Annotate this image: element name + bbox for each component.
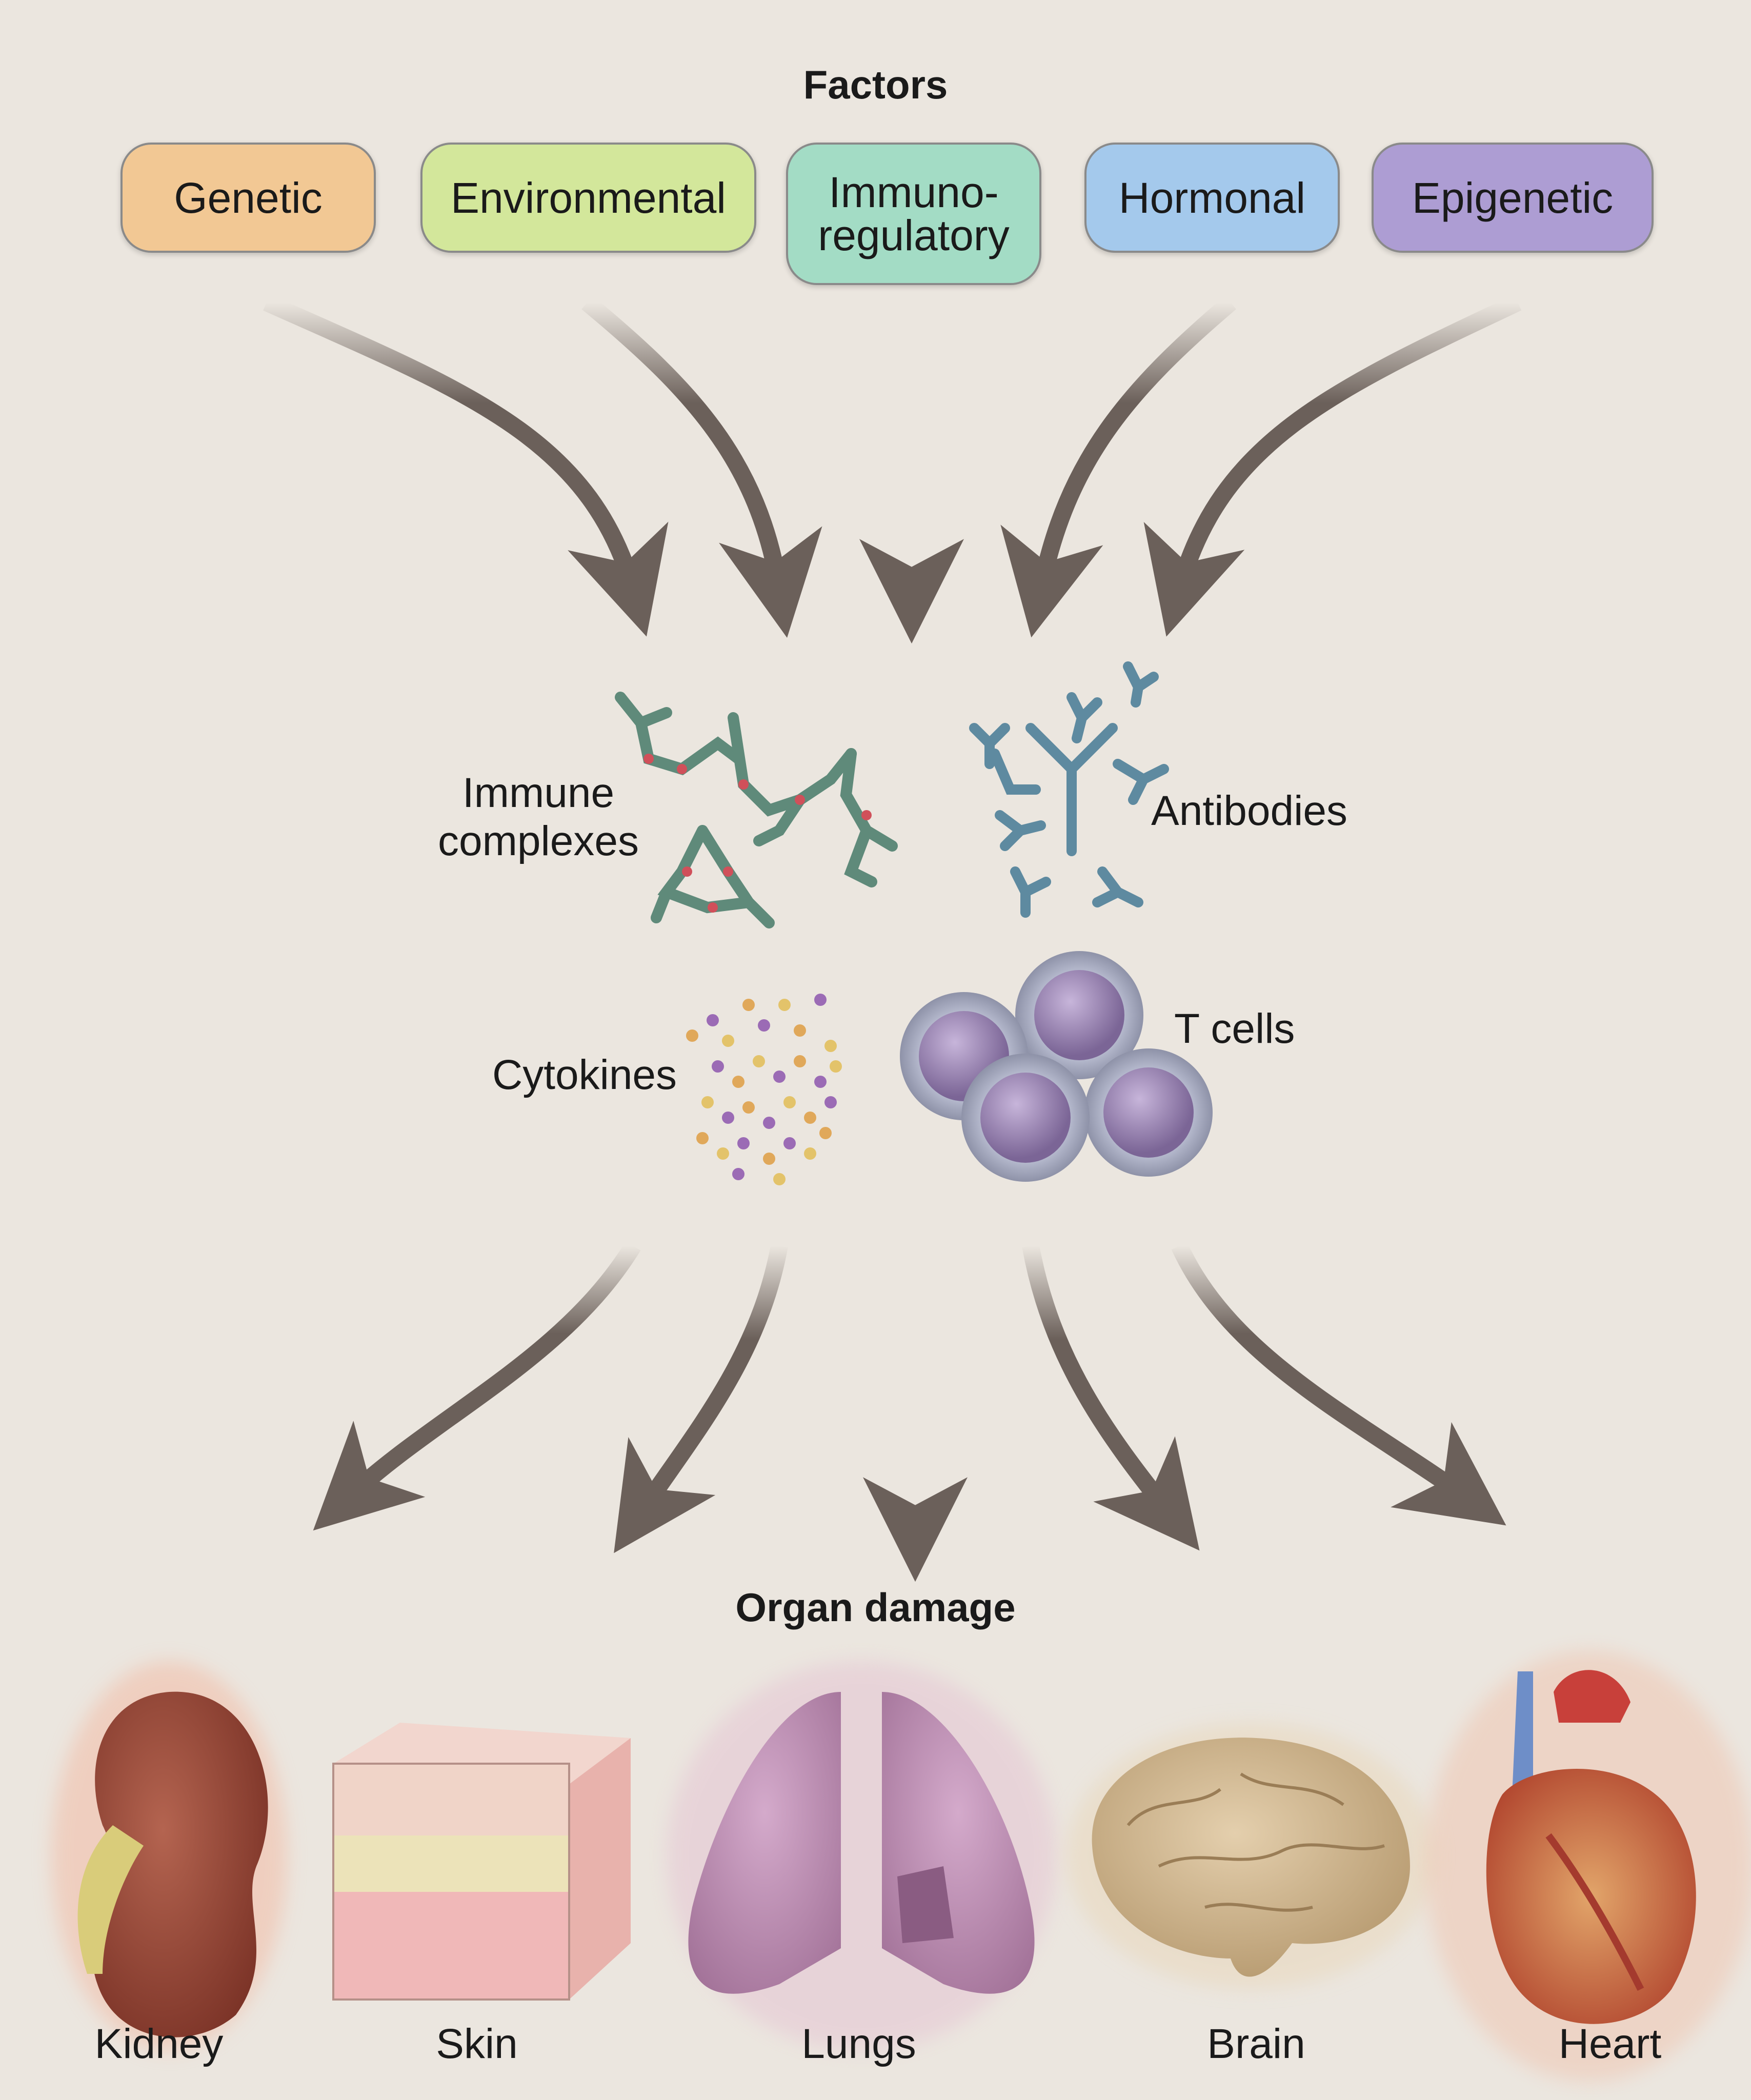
cytokines-graphic — [686, 994, 842, 1185]
arrow-to-kidney — [313, 1241, 641, 1531]
organ-label-lungs: Lungs — [801, 2021, 916, 2067]
organ-label-skin: Skin — [436, 2021, 518, 2067]
skin-graphic — [332, 1723, 631, 2001]
factor-genetic-label: Genetic — [174, 173, 323, 222]
antibodies-graphic — [969, 661, 1169, 918]
factor-immunoregulatory-label: Immuno- regulatory — [818, 168, 1010, 259]
organ-label-kidney: Kidney — [94, 2021, 224, 2067]
arrow-environmental — [581, 295, 822, 638]
organ-arrows — [313, 1241, 1506, 1582]
arrow-to-skin — [614, 1244, 788, 1553]
organ-label-heart: Heart — [1558, 2021, 1662, 2067]
factor-environmental: Environmental — [420, 143, 756, 253]
label-antibodies: Antibodies — [1151, 788, 1347, 834]
arrow-genetic — [263, 294, 669, 637]
factor-epigenetic: Epigenetic — [1372, 143, 1654, 253]
lungs-graphic — [667, 1661, 1056, 2051]
label-cytokines: Cytokines — [492, 1052, 677, 1098]
t-cells-graphic — [900, 951, 1213, 1182]
factors-heading: Factors — [803, 62, 948, 107]
factor-environmental-label: Environmental — [451, 173, 726, 222]
heart-graphic — [1425, 1651, 1751, 2082]
label-immune-complexes: Immune complexes — [438, 770, 639, 865]
factor-arrows — [263, 294, 1522, 644]
immune-complexes-graphic — [615, 692, 898, 928]
factor-hormonal-label: Hormonal — [1118, 173, 1306, 222]
factor-immunoregulatory: Immuno- regulatory — [786, 143, 1041, 285]
brain-graphic — [1066, 1723, 1436, 1989]
organ-damage-heading: Organ damage — [735, 1585, 1016, 1630]
factor-genetic: Genetic — [120, 143, 376, 253]
arrow-to-heart — [1171, 1242, 1506, 1526]
label-t-cells: T cells — [1174, 1005, 1295, 1052]
factor-epigenetic-label: Epigenetic — [1412, 173, 1614, 222]
factor-hormonal: Hormonal — [1084, 143, 1340, 253]
organ-label-brain: Brain — [1207, 2021, 1305, 2067]
arrow-epigenetic — [1143, 294, 1522, 637]
kidney-graphic — [51, 1661, 287, 2051]
arrow-to-brain — [1022, 1244, 1200, 1551]
arrow-hormonal — [1000, 296, 1237, 638]
